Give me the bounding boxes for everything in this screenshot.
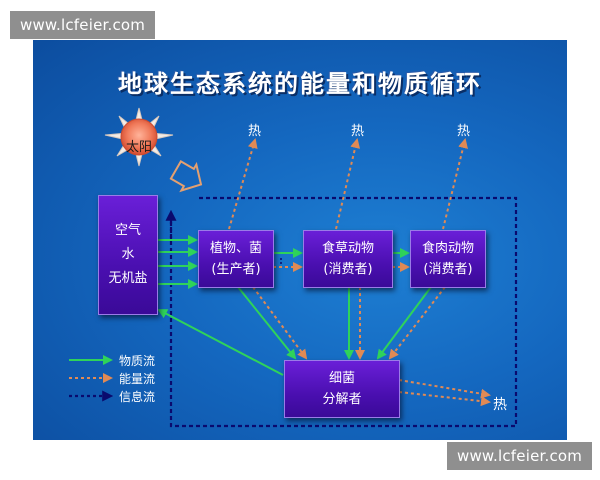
heat-label-producer: 热: [248, 124, 262, 139]
node-decomposer: 细菌 分解者: [284, 360, 400, 418]
node-environment-water: 水: [121, 247, 135, 262]
node-environment-minerals: 无机盐: [108, 271, 148, 286]
heat-label-decomposer: 热: [493, 397, 507, 413]
legend-energy-flow: 能量流: [119, 372, 156, 386]
legend-information-flow: 信息流: [119, 390, 156, 404]
node-producer-name: 植物、菌: [209, 241, 262, 256]
node-carnivore: 食肉动物 (消费者): [410, 230, 486, 288]
node-decomposer-name: 细菌: [328, 371, 355, 386]
node-decomposer-role: 分解者: [322, 392, 362, 407]
sun-energy-arrow: [169, 159, 203, 193]
node-herbivore-name: 食草动物: [321, 241, 374, 256]
node-herbivore: 食草动物 (消费者): [303, 230, 393, 288]
heat-label-herbivore: 热: [351, 124, 365, 139]
watermark-bottom: www.lcfeier.com: [447, 442, 593, 470]
node-carnivore-name: 食肉动物: [421, 241, 474, 256]
information-loop: [169, 196, 518, 428]
watermark-top: www.lcfeier.com: [10, 11, 156, 39]
heat-label-carnivore: 热: [457, 124, 471, 139]
sun-label: 太阳: [125, 140, 152, 155]
node-environment-air: 空气: [114, 223, 141, 238]
node-herbivore-role: (消费者): [323, 262, 373, 277]
node-producer: 植物、菌 (生产者): [198, 230, 274, 288]
diagram-arrows: [69, 107, 518, 428]
legend-matter-flow: 物质流: [119, 354, 156, 368]
diagram-slide: 地球生态系统的能量和物质循环 太阳 热 热 热 热 空气 水 无机盐 植物、菌 …: [33, 40, 567, 440]
legend: [69, 355, 114, 402]
node-carnivore-role: (消费者): [423, 262, 473, 277]
node-environment: 空气 水 无机盐: [98, 195, 158, 315]
diagram-title: 地球生态系统的能量和物质循环: [118, 69, 482, 98]
node-producer-role: (生产者): [211, 262, 261, 277]
sun-icon: [104, 107, 174, 167]
